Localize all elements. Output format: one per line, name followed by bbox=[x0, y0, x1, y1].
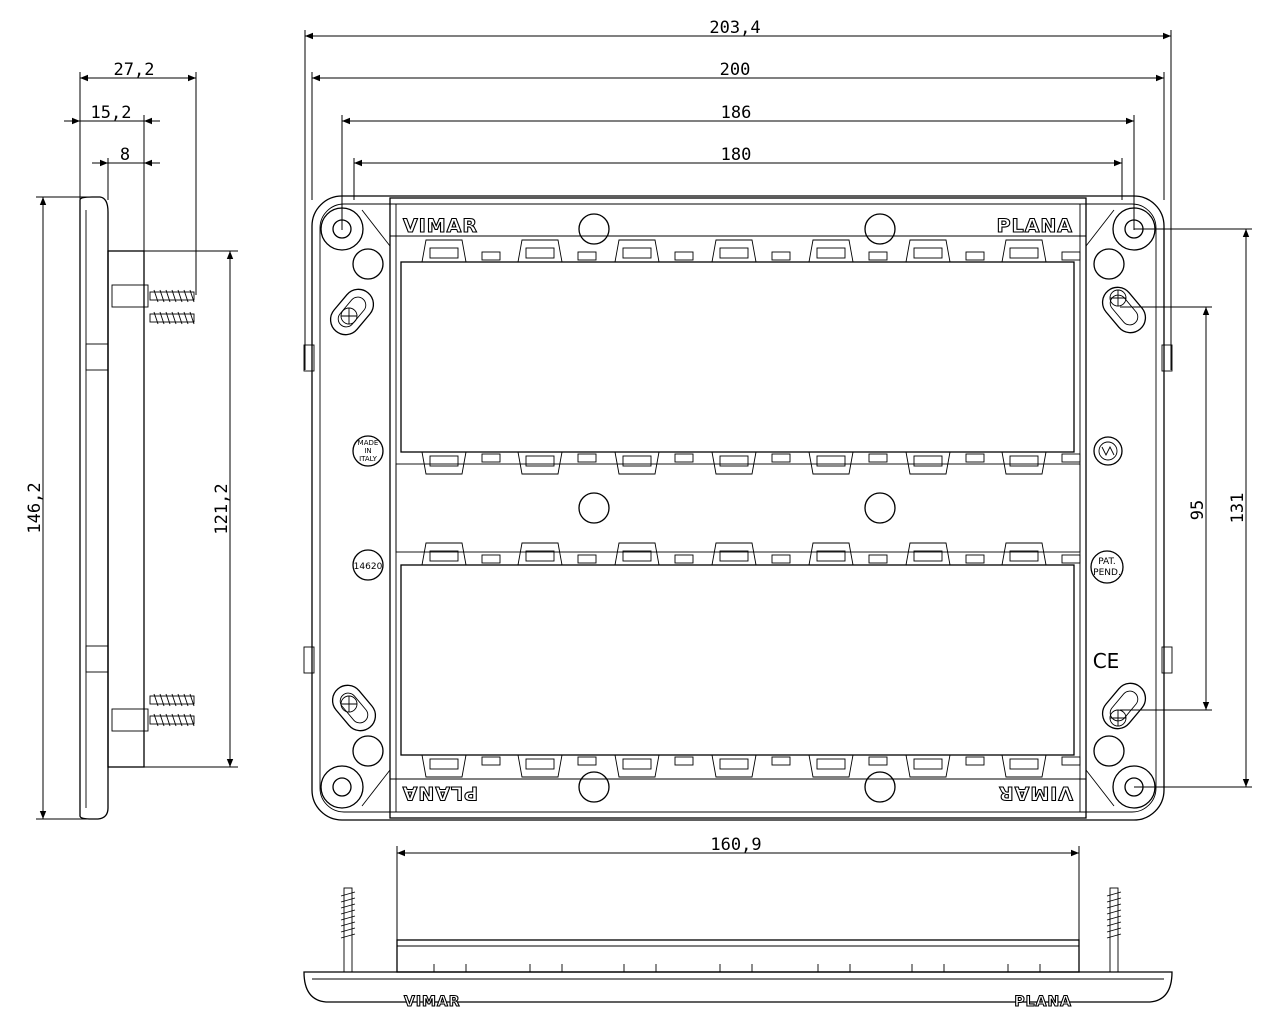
snap-tab bbox=[517, 542, 597, 566]
dim-side-depth-total: 27,2 bbox=[114, 60, 155, 80]
svg-text:PEND.: PEND. bbox=[1093, 568, 1121, 578]
svg-text:ITALY: ITALY bbox=[359, 455, 378, 463]
svg-text:PAT.: PAT. bbox=[1098, 557, 1116, 567]
snap-tab bbox=[808, 451, 888, 475]
dim-overall-width: 203,4 bbox=[709, 18, 760, 38]
bottom-view-brand-left: VIMAR bbox=[404, 994, 461, 1010]
plate-inner-edge bbox=[319, 203, 1157, 813]
svg-text:IN: IN bbox=[364, 447, 371, 455]
quality-seal-icon bbox=[1093, 436, 1123, 466]
part-number-stamp: 14620 bbox=[352, 549, 384, 581]
slot-holes bbox=[329, 286, 1147, 732]
snap-tab bbox=[614, 542, 694, 566]
bottom-screws bbox=[340, 887, 1122, 973]
snap-tab bbox=[614, 239, 694, 263]
clip-left-bottom bbox=[303, 646, 315, 674]
dim-inner-span: 180 bbox=[721, 145, 752, 165]
brand-top-left: VIMAR bbox=[403, 215, 478, 237]
snap-tab bbox=[614, 754, 694, 778]
module-frame bbox=[389, 197, 1087, 819]
snap-tab bbox=[421, 754, 501, 778]
snap-tab bbox=[711, 451, 791, 475]
bosses bbox=[352, 213, 1125, 803]
snap-tab bbox=[1001, 754, 1081, 778]
snap-tab bbox=[905, 542, 985, 566]
brand-bottom-right: VIMAR bbox=[998, 782, 1073, 804]
dim-width: 200 bbox=[720, 60, 751, 80]
corner-holes bbox=[320, 207, 1156, 809]
snap-tab bbox=[614, 451, 694, 475]
svg-text:MADE: MADE bbox=[358, 439, 379, 447]
clip-right-top bbox=[1161, 344, 1173, 372]
dim-side-depth-mid: 15,2 bbox=[91, 103, 132, 123]
patent-pending-stamp: PAT. PEND. bbox=[1090, 550, 1124, 584]
screw bbox=[1106, 887, 1122, 973]
clip-left-top bbox=[303, 344, 315, 372]
snap-tab bbox=[421, 542, 501, 566]
screw bbox=[149, 289, 195, 303]
snap-tab bbox=[808, 239, 888, 263]
module-window-bottom bbox=[400, 564, 1075, 756]
snap-tab bbox=[421, 451, 501, 475]
module-frame-inner bbox=[395, 203, 1081, 813]
screw bbox=[149, 713, 195, 727]
dim-plate-height: 131 bbox=[1228, 493, 1248, 524]
snap-tab bbox=[808, 542, 888, 566]
made-in-italy-stamp: MADE IN ITALY bbox=[352, 435, 384, 467]
ce-mark: CE bbox=[1093, 649, 1120, 673]
snap-tab bbox=[711, 542, 791, 566]
dim-bottom-span: 160,9 bbox=[710, 835, 761, 855]
center-bar bbox=[395, 463, 1081, 553]
snap-tab bbox=[808, 754, 888, 778]
screw bbox=[149, 693, 195, 707]
clip-right-bottom bbox=[1161, 646, 1173, 674]
snap-tab bbox=[517, 239, 597, 263]
dim-hole-spacing: 95 bbox=[1188, 500, 1208, 520]
snap-tabs bbox=[421, 239, 1081, 778]
snap-tab bbox=[1001, 451, 1081, 475]
side-body bbox=[107, 250, 145, 768]
side-plate-profile bbox=[79, 196, 109, 820]
screw bbox=[149, 311, 195, 325]
snap-tab bbox=[711, 754, 791, 778]
dim-mount-span: 186 bbox=[721, 103, 752, 123]
dimension-lines: 203,4 200 186 180 160,9 131 95 27,2 15,2 bbox=[25, 18, 1252, 942]
bottom-plate-profile bbox=[303, 971, 1173, 1003]
bottom-view-brand-right: PLANA bbox=[1014, 994, 1072, 1010]
dim-side-depth-plate: 8 bbox=[120, 145, 130, 165]
brand-top-right: PLANA bbox=[997, 215, 1073, 237]
module-window-top bbox=[400, 261, 1075, 453]
plate-outer-edge bbox=[311, 195, 1165, 821]
side-screws bbox=[149, 289, 195, 727]
snap-tab bbox=[517, 754, 597, 778]
snap-tab bbox=[711, 239, 791, 263]
front-view: VIMAR PLANA PLANA VIMAR MADE IN ITALY 14… bbox=[303, 195, 1173, 821]
bottom-body bbox=[396, 939, 1080, 973]
snap-tab bbox=[1001, 239, 1081, 263]
svg-text:14620: 14620 bbox=[354, 562, 383, 572]
snap-tab bbox=[905, 239, 985, 263]
snap-tab bbox=[517, 451, 597, 475]
dim-side-height: 146,2 bbox=[25, 482, 45, 533]
snap-tab bbox=[905, 754, 985, 778]
snap-tab bbox=[1001, 542, 1081, 566]
snap-tab bbox=[905, 451, 985, 475]
dim-side-inner-height: 121,2 bbox=[212, 483, 232, 534]
bottom-view: VIMAR PLANA bbox=[303, 887, 1173, 1011]
side-view bbox=[79, 196, 195, 820]
brand-bottom-left: PLANA bbox=[402, 782, 478, 804]
screw bbox=[340, 887, 356, 973]
snap-tab bbox=[421, 239, 501, 263]
